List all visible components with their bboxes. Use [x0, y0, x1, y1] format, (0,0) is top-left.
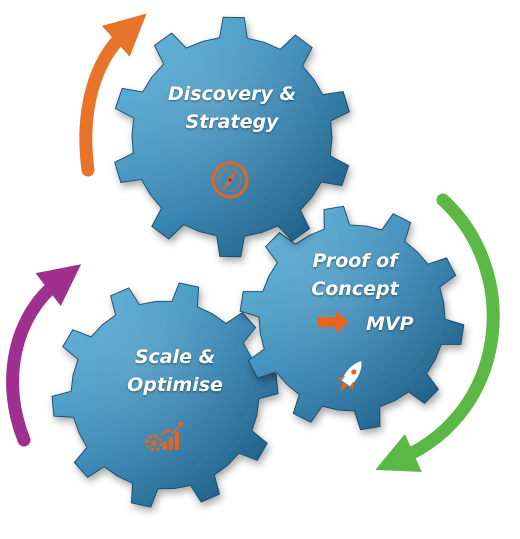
cycle-arrow-orange [79, 13, 147, 177]
gear-discovery [114, 16, 350, 258]
cycle-arrow-green [375, 193, 500, 472]
gear-label-discovery: Discovery & Strategy [132, 80, 332, 136]
mvp-label: MVP [366, 313, 414, 335]
gear-label-scale: Scale & Optimise [100, 343, 250, 399]
label-line: Optimise [127, 374, 223, 396]
label-line: Discovery & [167, 83, 297, 105]
gear-growth-chart-icon [145, 422, 183, 452]
rocket-icon [336, 361, 362, 392]
gear-proof [239, 205, 465, 431]
label-line: Proof of [312, 250, 398, 272]
label-line: Strategy [185, 111, 279, 133]
gear-scale [51, 282, 279, 508]
arrow-right-icon [318, 311, 349, 333]
cycle-arrow-purple [6, 264, 82, 447]
compass-icon [211, 161, 249, 199]
label-line: Concept [311, 278, 399, 300]
gear-label-proof: Proof of Concept [270, 247, 440, 303]
label-line: Scale & [134, 346, 216, 368]
